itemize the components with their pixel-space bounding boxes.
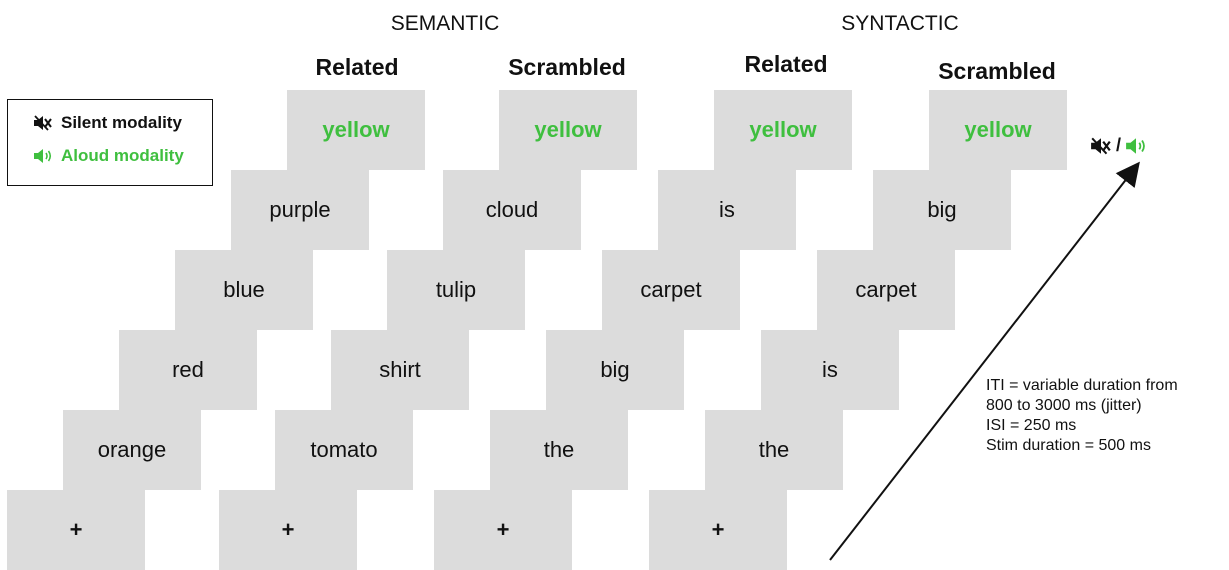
word-card: cloud	[443, 170, 581, 250]
legend-aloud: Aloud modality	[33, 146, 184, 166]
speaker-muted-icon	[1091, 137, 1111, 154]
word-card: is	[658, 170, 796, 250]
word-card: is	[761, 330, 899, 410]
word-card: big	[873, 170, 1011, 250]
legend-aloud-label: Aloud modality	[61, 146, 184, 165]
legend-silent: Silent modality	[33, 113, 182, 133]
fixation-card: +	[7, 490, 145, 570]
isi-line: ISI = 250 ms	[986, 417, 1077, 434]
speaker-muted-icon	[34, 115, 52, 131]
modality-separator: /	[1116, 135, 1122, 155]
condition-label-semantic-related: Related	[315, 54, 399, 80]
speaker-sound-icon	[1126, 137, 1145, 154]
word-card: carpet	[602, 250, 740, 330]
word-card: big	[546, 330, 684, 410]
time-arrow	[829, 161, 1140, 561]
speaker-sound-icon	[34, 149, 52, 163]
fixation-card: +	[219, 490, 357, 570]
stim-duration-line: Stim duration = 500 ms	[986, 437, 1151, 454]
condition-label-semantic-scrambled: Scrambled	[508, 54, 626, 80]
syntactic-header: SYNTACTIC	[841, 12, 959, 35]
modality-indicator: /	[1090, 135, 1147, 156]
word-card: tulip	[387, 250, 525, 330]
fixation-card: +	[434, 490, 572, 570]
word-card: red	[119, 330, 257, 410]
modality-legend: Silent modality Aloud modality	[7, 99, 213, 186]
word-card: the	[705, 410, 843, 490]
word-card: tomato	[275, 410, 413, 490]
target-word-card: yellow	[499, 90, 637, 170]
target-word-card: yellow	[714, 90, 852, 170]
word-card: orange	[63, 410, 201, 490]
legend-silent-label: Silent modality	[61, 113, 182, 132]
target-word-card: yellow	[287, 90, 425, 170]
word-card: purple	[231, 170, 369, 250]
fixation-card: +	[649, 490, 787, 570]
condition-label-syntactic-related: Related	[744, 51, 828, 77]
semantic-header: SEMANTIC	[390, 12, 500, 35]
iti-line-2: 800 to 3000 ms (jitter)	[986, 397, 1142, 414]
word-card: carpet	[817, 250, 955, 330]
word-card: the	[490, 410, 628, 490]
word-card: shirt	[331, 330, 469, 410]
timing-info: ITI = variable duration from 800 to 3000…	[986, 376, 1178, 456]
iti-line-1: ITI = variable duration from	[986, 377, 1178, 394]
word-card: blue	[175, 250, 313, 330]
condition-label-syntactic-scrambled: Scrambled	[938, 58, 1056, 84]
target-word-card: yellow	[929, 90, 1067, 170]
